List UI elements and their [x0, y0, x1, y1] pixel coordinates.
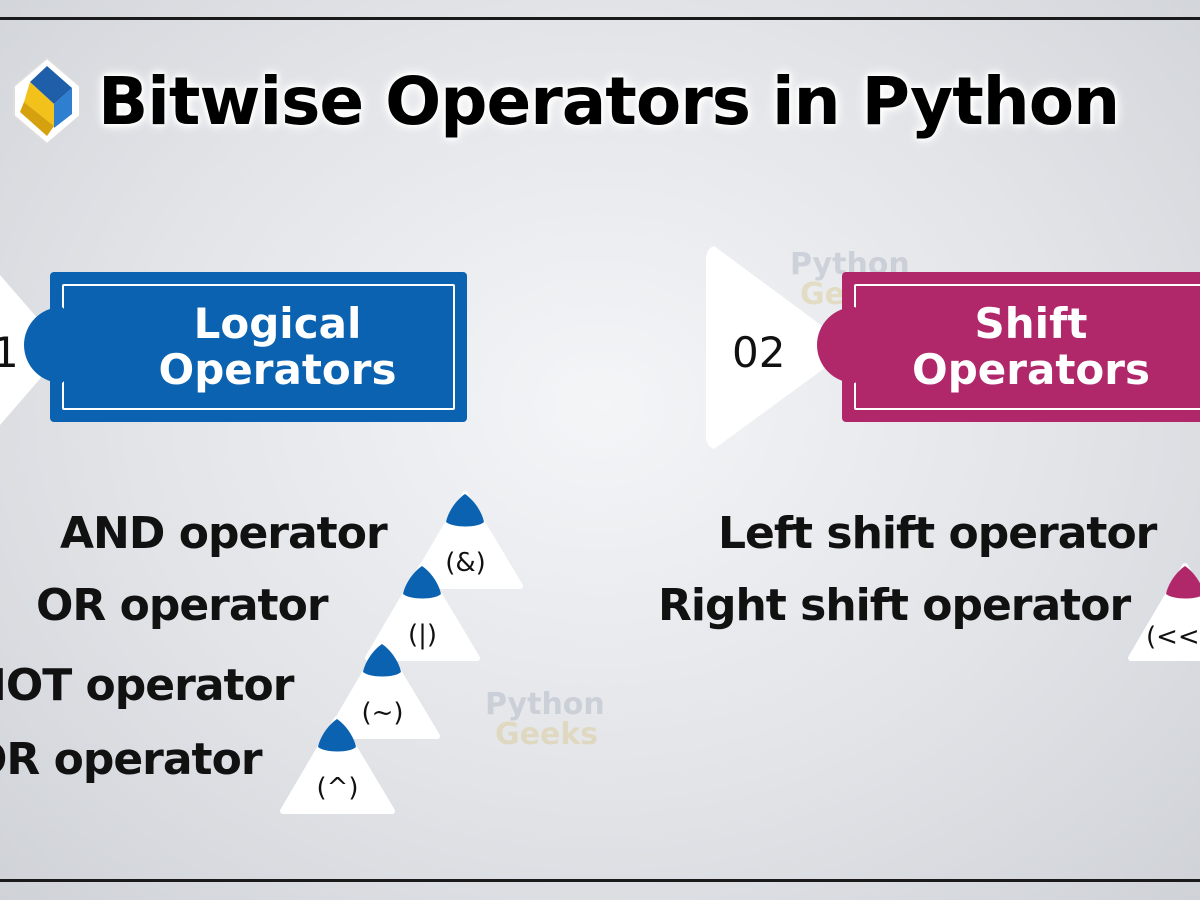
- symbol-not: (~): [361, 698, 404, 728]
- title-bar: Bitwise Operators in Python: [12, 55, 1120, 147]
- shift-operators-box: Shift Operators: [842, 272, 1200, 422]
- watermark: Python Geeks: [485, 690, 605, 750]
- badge-xor: [280, 716, 395, 814]
- page-title: Bitwise Operators in Python: [98, 62, 1120, 140]
- frame-bottom-line: [0, 879, 1200, 882]
- section-2-number: 02: [732, 328, 786, 377]
- logical-operators-label-line1: Logical: [193, 299, 362, 348]
- symbol-left-shift: (<<: [1146, 622, 1200, 652]
- logical-connector-shape: [24, 307, 104, 383]
- symbol-and: (&): [445, 548, 486, 578]
- operator-and: AND operator: [60, 508, 388, 559]
- frame-top-line: [0, 17, 1200, 20]
- shift-operators-label: Shift Operators: [912, 301, 1150, 393]
- section-2-arrow: [706, 246, 852, 449]
- symbol-xor: (^): [316, 773, 359, 803]
- watermark-line2: Geeks: [495, 717, 599, 752]
- badge-left-shift: [1128, 563, 1200, 661]
- operator-not: NOT operator: [0, 660, 294, 711]
- logical-operators-label-line2: Operators: [158, 345, 397, 394]
- badge-and: [408, 491, 523, 589]
- shift-operators-label-line1: Shift: [974, 299, 1088, 348]
- logical-operators-box: Logical Operators: [50, 272, 467, 422]
- operator-left-shift: Left shift operator: [718, 508, 1157, 559]
- shift-operators-label-line2: Operators: [912, 345, 1150, 394]
- operator-right-shift: Right shift operator: [658, 580, 1131, 631]
- symbol-or: (|): [407, 620, 438, 650]
- section-1-number: 1: [0, 328, 19, 377]
- operator-xor: OR operator: [0, 734, 263, 785]
- operator-or: OR operator: [36, 580, 329, 631]
- python-geeks-logo-icon: [13, 56, 81, 146]
- shift-connector-shape: [817, 307, 897, 383]
- watermark-line1: Python: [485, 687, 605, 722]
- logical-operators-label: Logical Operators: [159, 301, 397, 393]
- badge-or: [365, 563, 480, 661]
- badge-not: [325, 641, 440, 739]
